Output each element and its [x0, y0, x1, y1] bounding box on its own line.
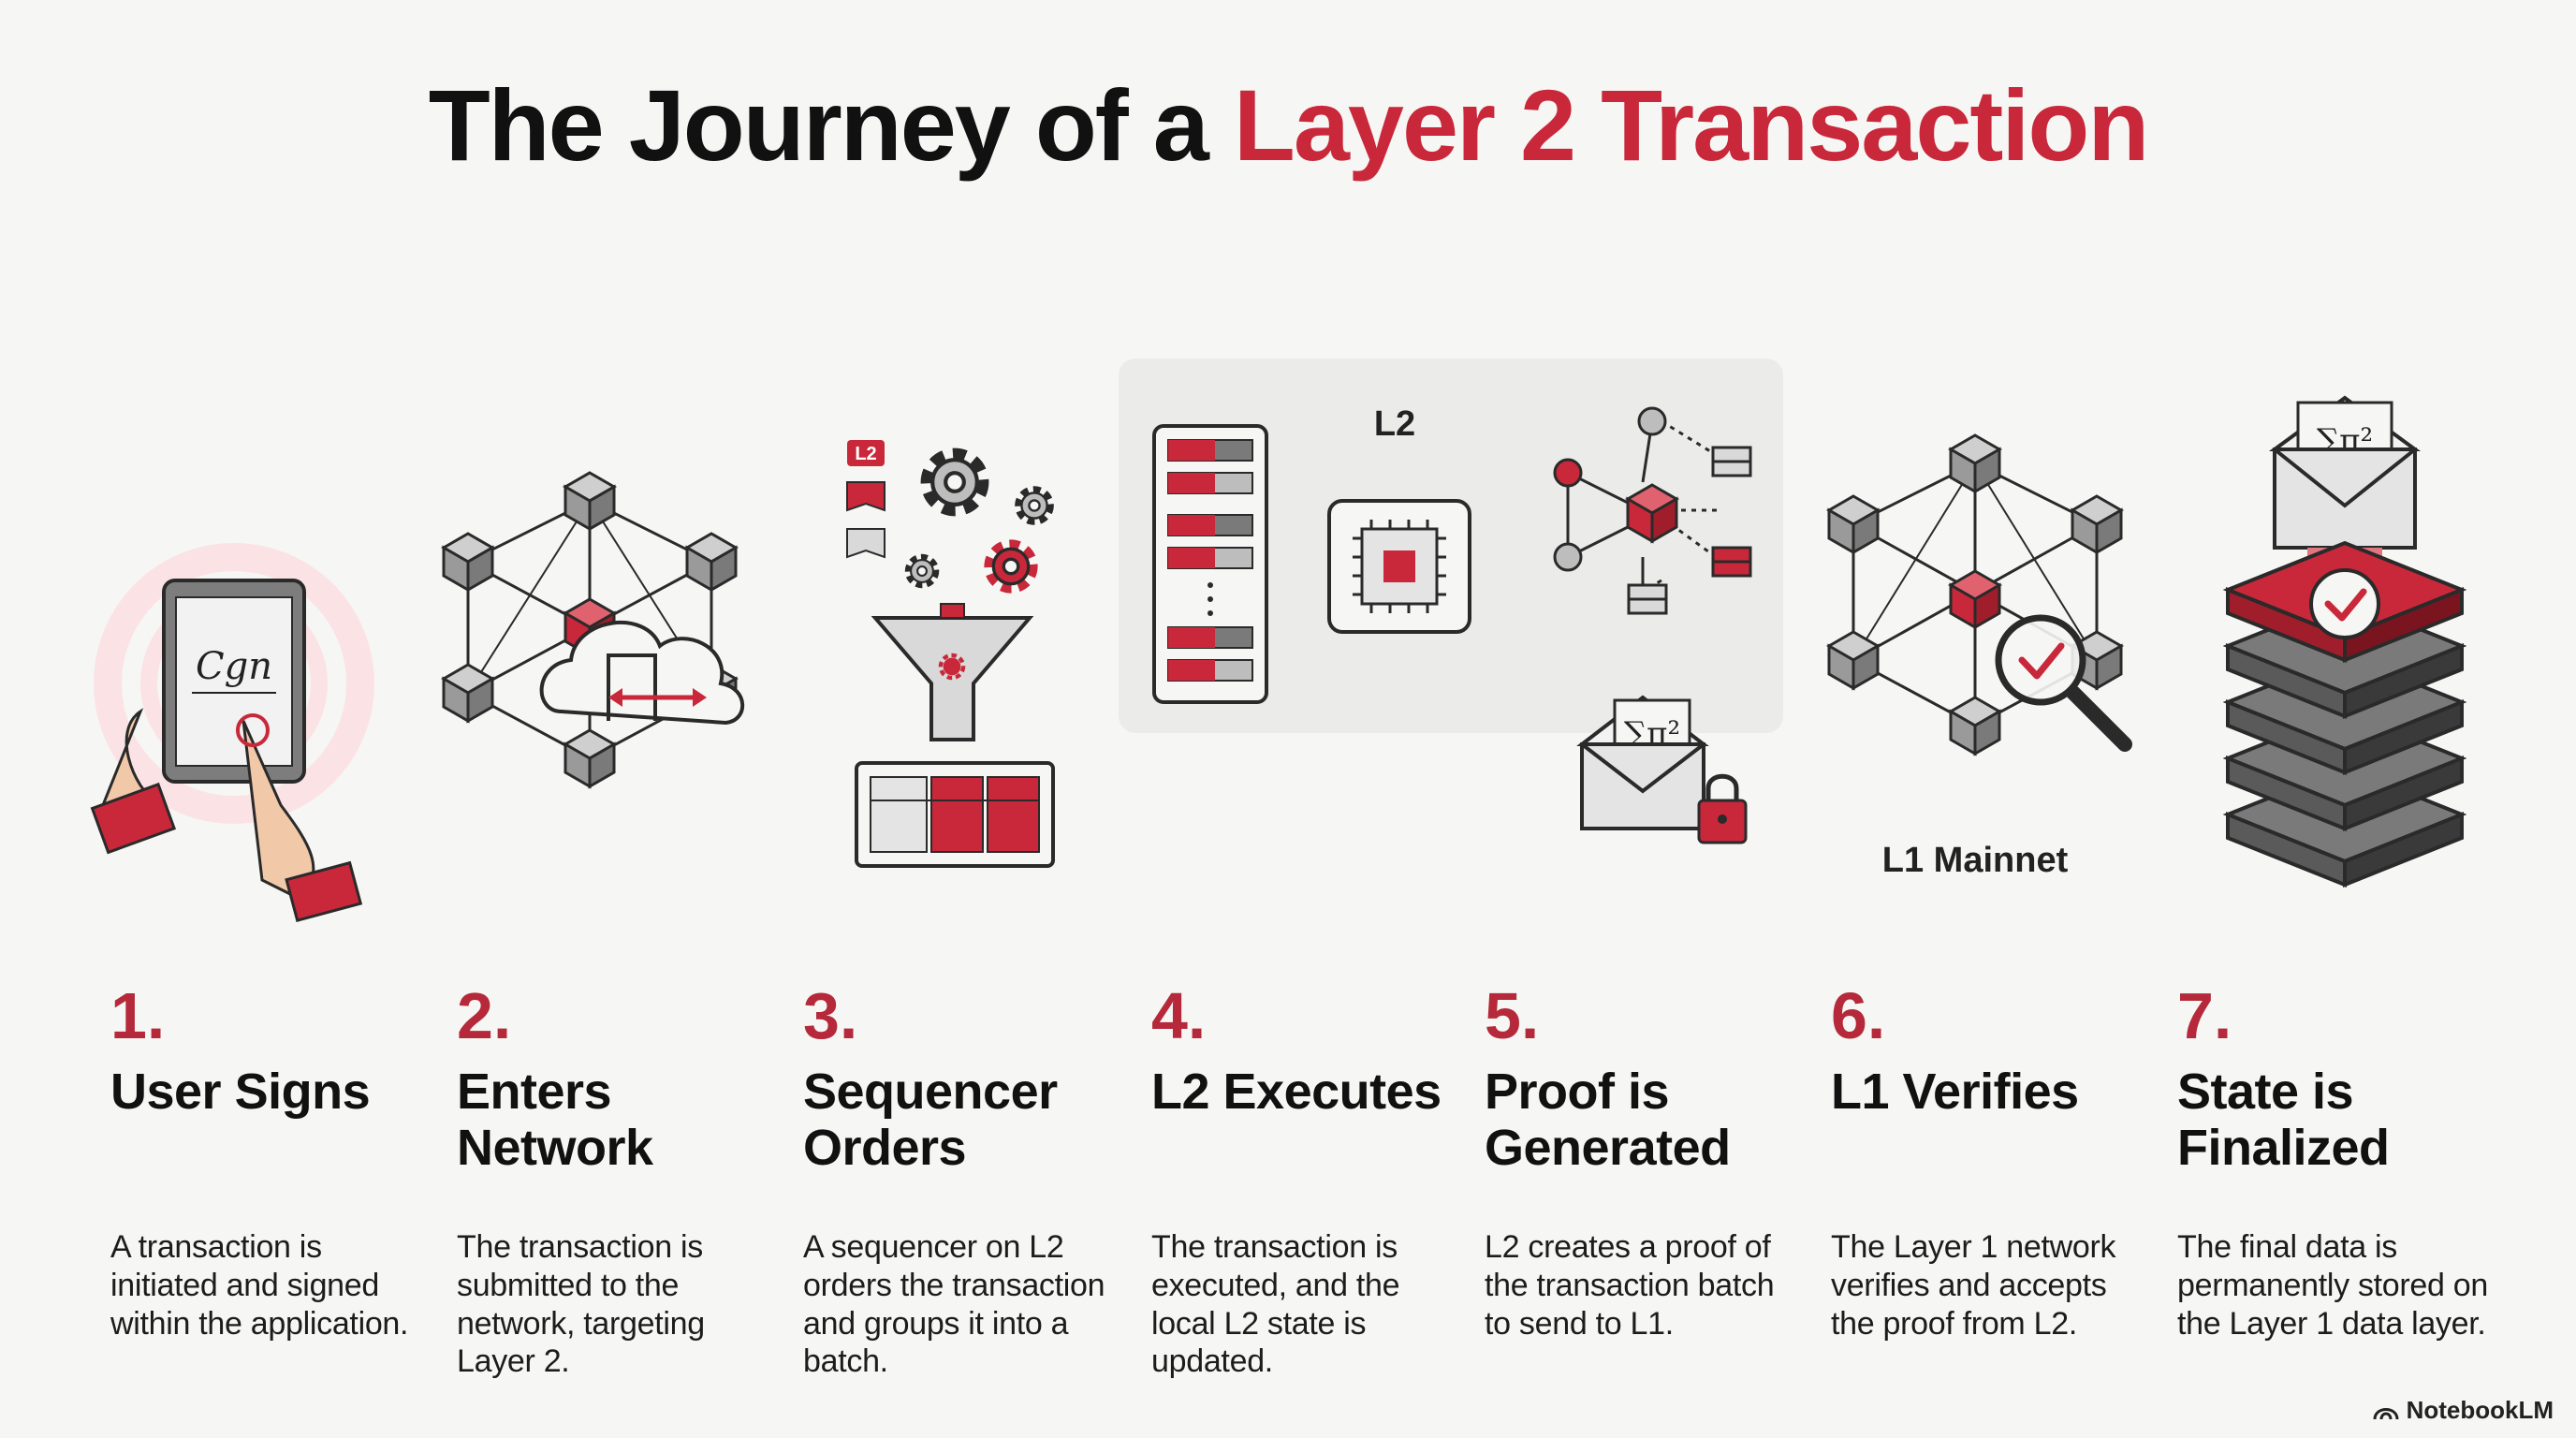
l1-network-verify-icon	[1827, 433, 2132, 756]
step-title: Enters Network	[457, 1064, 653, 1177]
l2-state-rack-icon	[1152, 424, 1268, 704]
step-description: The final data is permanently stored on …	[2177, 1229, 2489, 1342]
footer-brand-text: NotebookLM	[2406, 1396, 2554, 1424]
signature-text: Cgn	[196, 645, 272, 688]
signing-tablet-icon: Cgn	[90, 543, 374, 923]
step-title: User Signs	[110, 1064, 371, 1120]
network-cloud-icon	[442, 471, 745, 788]
step-3: 3. Sequencer Orders A sequencer on L2 or…	[803, 983, 1121, 1381]
step-description: The transaction is executed, and the loc…	[1151, 1229, 1400, 1380]
sequencer-funnel-icon: L2	[846, 440, 1055, 868]
step-title: State is Finalized	[2177, 1064, 2390, 1177]
proof-graph-icon	[1553, 406, 1752, 615]
notebooklm-logo-icon	[2373, 1407, 2399, 1419]
step-description: A transaction is initiated and signed wi…	[110, 1229, 409, 1342]
step-2: 2. Enters Network The transaction is sub…	[457, 983, 775, 1381]
step-6: 6. L1 Verifies The Layer 1 network verif…	[1831, 983, 2149, 1343]
step-title: Proof is Generated	[1485, 1064, 1731, 1177]
step-1: 1. User Signs A transaction is initiated…	[110, 983, 429, 1343]
step-title: Sequencer Orders	[803, 1064, 1058, 1177]
title-part-2: Layer 2 Transaction	[1233, 68, 2149, 182]
step-number: 7.	[2177, 979, 2232, 1052]
step-description: L2 creates a proof of the transaction ba…	[1485, 1229, 1775, 1342]
step-title: L2 Executes	[1151, 1064, 1442, 1120]
l1-mainnet-label: L1 Mainnet	[1881, 841, 2069, 880]
step-4: 4. L2 Executes The transaction is execut…	[1151, 983, 1470, 1381]
step-title: L1 Verifies	[1831, 1064, 2079, 1120]
proof-envelope-lock-icon: ∑π²	[1576, 695, 1748, 844]
l2-panel-label: L2	[1373, 404, 1416, 444]
step-number: 3.	[803, 979, 858, 1052]
finalized-stack-icon: ∑π²	[2222, 374, 2476, 888]
step-5: 5. Proof is Generated L2 creates a proof…	[1485, 983, 1803, 1343]
step-number: 1.	[110, 979, 166, 1052]
step-description: The Layer 1 network verifies and accepts…	[1831, 1229, 2116, 1342]
step-number: 4.	[1151, 979, 1207, 1052]
processor-chip-icon	[1327, 499, 1471, 634]
step-number: 6.	[1831, 979, 1886, 1052]
sequencer-tag-text: L2	[855, 444, 876, 464]
step-7: 7. State is Finalized The final data is …	[2177, 983, 2496, 1343]
step-description: A sequencer on L2 orders the transaction…	[803, 1229, 1105, 1380]
page-title: The Journey of a Layer 2 Transaction	[0, 68, 2576, 182]
title-part-1: The Journey of a	[428, 68, 1234, 182]
step-description: The transaction is submitted to the netw…	[457, 1229, 705, 1380]
step-number: 2.	[457, 979, 512, 1052]
step-number: 5.	[1485, 979, 1540, 1052]
footer-brand: NotebookLM	[2373, 1396, 2554, 1425]
